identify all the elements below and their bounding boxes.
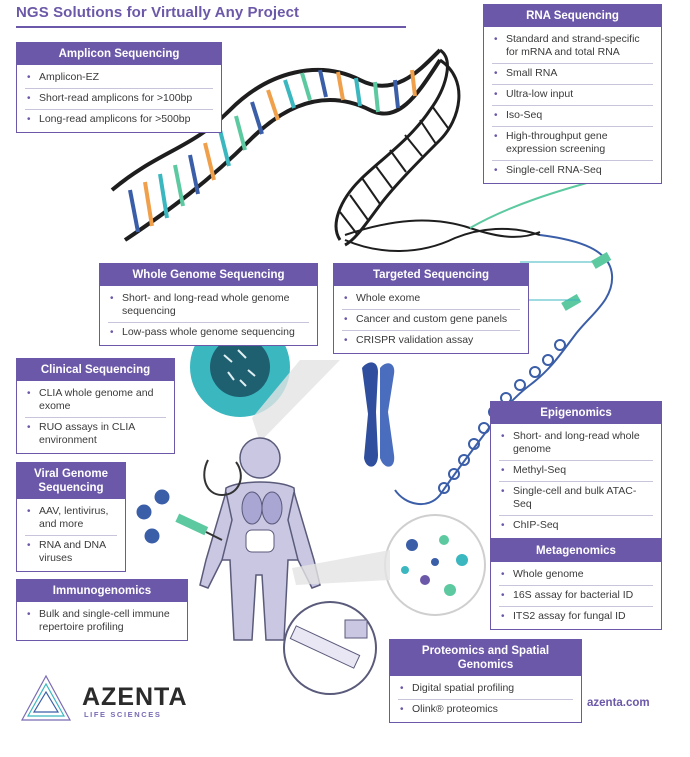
human-body-icon: [199, 437, 321, 641]
list-item: Low-pass whole genome sequencing: [108, 323, 309, 343]
clinical-sequencing-header: Clinical Sequencing: [17, 359, 174, 381]
list-item: Cancer and custom gene panels: [342, 310, 520, 331]
virus-icon: [136, 489, 170, 544]
list-item: Single-cell and bulk ATAC-Seq: [499, 482, 653, 516]
epigenomics-header: Epigenomics: [491, 402, 661, 424]
metagenomics-box: Metagenomics Whole genome 16S assay for …: [490, 539, 662, 630]
whole-genome-sequencing-header: Whole Genome Sequencing: [100, 264, 317, 286]
clinical-sequencing-box: Clinical Sequencing CLIA whole genome an…: [16, 358, 175, 454]
immunogenomics-box: Immunogenomics Bulk and single-cell immu…: [16, 579, 188, 641]
list-item: High-throughput gene expression screenin…: [492, 127, 653, 161]
clinical-sequencing-list: CLIA whole genome and exome RUO assays i…: [17, 381, 174, 453]
targeted-sequencing-list: Whole exome Cancer and custom gene panel…: [334, 286, 528, 353]
dna-helix-icon: [110, 48, 606, 252]
list-item: Single-cell RNA-Seq: [492, 161, 653, 181]
list-item: Small RNA: [492, 64, 653, 85]
page-title: NGS Solutions for Virtually Any Project: [16, 4, 300, 21]
whole-genome-sequencing-box: Whole Genome Sequencing Short- and long-…: [99, 263, 318, 346]
metagenomics-list: Whole genome 16S assay for bacterial ID …: [491, 562, 661, 629]
microbes-icon: [384, 514, 486, 616]
website-link[interactable]: azenta.com: [587, 697, 650, 709]
rna-sequencing-list: Standard and strand-specific for mRNA an…: [484, 27, 661, 183]
viral-genome-sequencing-box: Viral Genome Sequencing AAV, lentivirus,…: [16, 462, 126, 572]
list-item: Olink® proteomics: [398, 700, 573, 720]
chromosome-icon: [362, 362, 395, 467]
azenta-logo-name: AZENTA: [82, 683, 188, 711]
list-item: Short- and long-read whole genome sequen…: [108, 289, 309, 323]
amplicon-sequencing-box: Amplicon Sequencing Amplicon-EZ Short-re…: [16, 42, 222, 133]
list-item: Digital spatial profiling: [398, 679, 573, 700]
list-item: Standard and strand-specific for mRNA an…: [492, 30, 653, 64]
list-item: RNA and DNA viruses: [25, 536, 117, 569]
immunogenomics-list: Bulk and single-cell immune repertoire p…: [17, 602, 187, 640]
epigenomics-list: Short- and long-read whole genome Methyl…: [491, 424, 661, 538]
immunogenomics-header: Immunogenomics: [17, 580, 187, 602]
viral-genome-sequencing-header: Viral Genome Sequencing: [17, 463, 125, 499]
list-item: Ultra-low input: [492, 85, 653, 106]
list-item: Short-read amplicons for >100bp: [25, 89, 213, 110]
targeted-sequencing-box: Targeted Sequencing Whole exome Cancer a…: [333, 263, 529, 354]
targeted-sequencing-header: Targeted Sequencing: [334, 264, 528, 286]
stethoscope-icon: [203, 459, 242, 497]
proteomics-spatial-genomics-box: Proteomics and Spatial Genomics Digital …: [389, 639, 582, 723]
list-item: 16S assay for bacterial ID: [499, 586, 653, 607]
list-item: Whole exome: [342, 289, 520, 310]
list-item: ITS2 assay for fungal ID: [499, 607, 653, 627]
viral-genome-sequencing-list: AAV, lentivirus, and more RNA and DNA vi…: [17, 499, 125, 571]
list-item: RUO assays in CLIA environment: [25, 418, 166, 451]
proteomics-spatial-genomics-header: Proteomics and Spatial Genomics: [390, 640, 581, 676]
list-item: Methyl-Seq: [499, 461, 653, 482]
list-item: ChIP-Seq: [499, 516, 653, 536]
epigenomics-box: Epigenomics Short- and long-read whole g…: [490, 401, 662, 539]
spatial-slide-icon: [283, 601, 377, 695]
amplicon-sequencing-header: Amplicon Sequencing: [17, 43, 221, 65]
list-item: CLIA whole genome and exome: [25, 384, 166, 418]
proteomics-spatial-genomics-list: Digital spatial profiling Olink® proteom…: [390, 676, 581, 722]
list-item: Whole genome: [499, 565, 653, 586]
list-item: AAV, lentivirus, and more: [25, 502, 117, 536]
list-item: CRISPR validation assay: [342, 331, 520, 351]
azenta-logo-icon: [20, 674, 72, 721]
whole-genome-sequencing-list: Short- and long-read whole genome sequen…: [100, 286, 317, 345]
azenta-logo-subtitle: LIFE SCIENCES: [84, 710, 162, 719]
list-item: Bulk and single-cell immune repertoire p…: [25, 605, 179, 638]
rna-sequencing-box: RNA Sequencing Standard and strand-speci…: [483, 4, 662, 184]
chromatin-fiber-icon: [394, 234, 614, 505]
amplicon-sequencing-list: Amplicon-EZ Short-read amplicons for >10…: [17, 65, 221, 132]
list-item: Long-read amplicons for >500bp: [25, 110, 213, 130]
syringe-icon: [175, 513, 223, 541]
title-divider: [16, 26, 406, 28]
list-item: Iso-Seq: [492, 106, 653, 127]
metagenomics-header: Metagenomics: [491, 540, 661, 562]
list-item: Amplicon-EZ: [25, 68, 213, 89]
rna-sequencing-header: RNA Sequencing: [484, 5, 661, 27]
organs-icon: [241, 491, 283, 553]
list-item: Short- and long-read whole genome: [499, 427, 653, 461]
